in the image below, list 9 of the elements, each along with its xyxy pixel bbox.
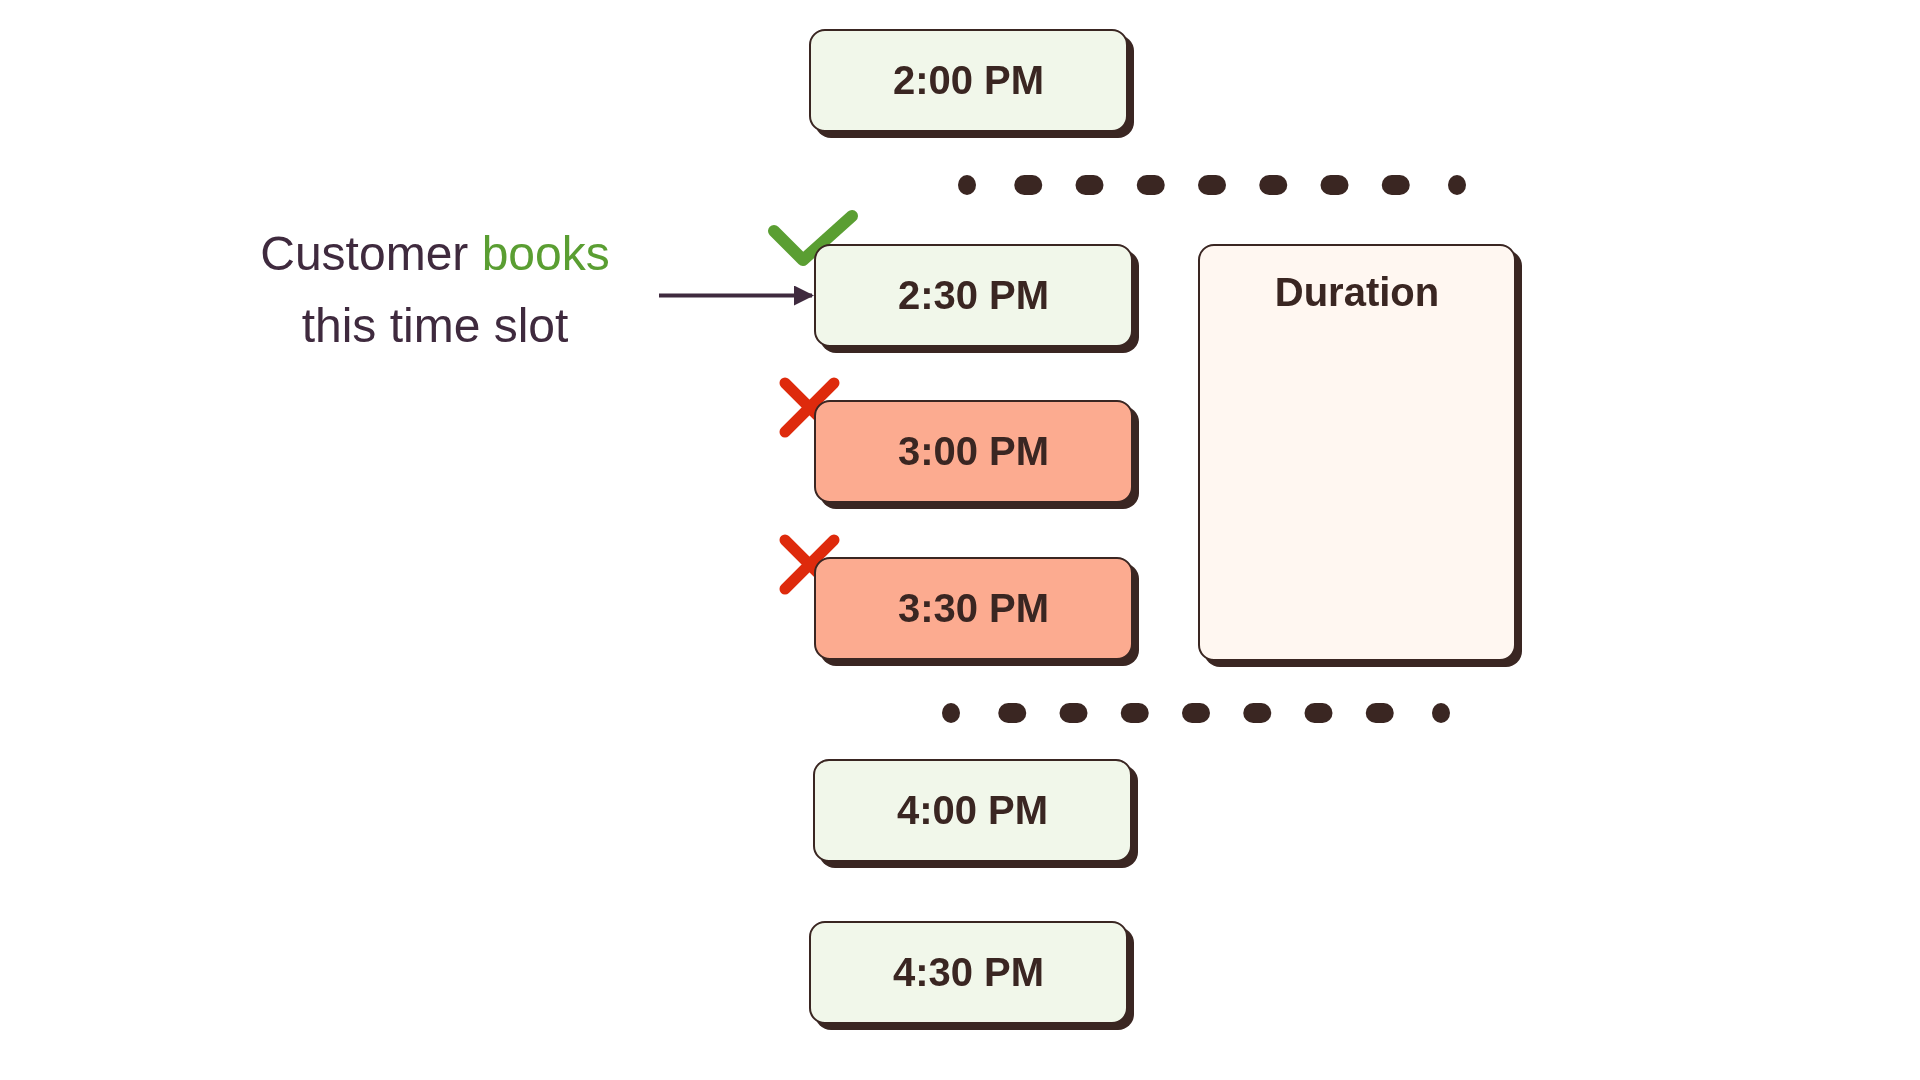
slot-label: 2:30 PM — [897, 273, 1050, 318]
slot-label: 3:30 PM — [897, 586, 1050, 631]
slot-label: 2:00 PM — [892, 58, 1045, 103]
slot-label: Duration — [1274, 270, 1440, 315]
slot-label: 4:00 PM — [896, 788, 1049, 833]
slot-label: 4:30 PM — [892, 950, 1045, 995]
slot-label: 3:00 PM — [897, 429, 1050, 474]
arrow — [659, 285, 814, 306]
annotation-text: Customer books this time slot — [225, 215, 645, 365]
